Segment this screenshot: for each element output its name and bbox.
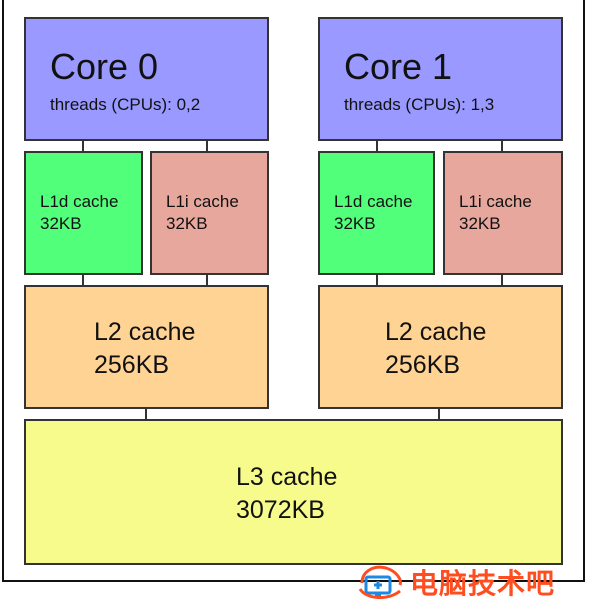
- connector-l2-1-l3: [438, 408, 440, 420]
- connector-l1i0-l2: [206, 274, 208, 286]
- connector-core1-l1i: [501, 140, 503, 152]
- cache-name: L1i cache: [459, 192, 532, 211]
- cache-size: 32KB: [40, 214, 82, 233]
- connector-core1-l1d: [376, 140, 378, 152]
- cache-name: L1d cache: [40, 192, 119, 211]
- cache-label: L1d cache 32KB: [40, 191, 118, 235]
- cache-size: 256KB: [385, 351, 461, 379]
- l3-cache: L3 cache 3072KB: [24, 419, 563, 565]
- topology-frame: [2, 0, 585, 582]
- core-title: Core 1: [344, 46, 453, 87]
- watermark: 电脑技术吧: [358, 562, 555, 602]
- connector-l1i1-l2: [501, 274, 503, 286]
- l1i-cache-core-0: L1i cache 32KB: [150, 151, 269, 275]
- cache-size: 256KB: [94, 351, 170, 379]
- connector-core0-l1i: [206, 140, 208, 152]
- cache-label: L1i cache 32KB: [459, 191, 532, 235]
- cache-name: L1d cache: [334, 192, 413, 211]
- cache-label: L1d cache 32KB: [334, 191, 412, 235]
- cache-label: L1i cache 32KB: [166, 191, 239, 235]
- core-threads: threads (CPUs): 1,3: [344, 95, 495, 114]
- core-threads: threads (CPUs): 0,2: [50, 95, 201, 114]
- tech-logo-icon: [358, 565, 402, 599]
- core-1-box: Core 1 threads (CPUs): 1,3: [318, 17, 563, 141]
- connector-core0-l1d: [82, 140, 84, 152]
- cache-name: L3 cache: [236, 463, 338, 491]
- cache-size: 32KB: [166, 214, 208, 233]
- cache-size: 32KB: [459, 214, 501, 233]
- core-0-box: Core 0 threads (CPUs): 0,2: [24, 17, 269, 141]
- cache-label: L2 cache 256KB: [94, 316, 195, 382]
- connector-l1d1-l2: [376, 274, 378, 286]
- cache-name: L2 cache: [94, 318, 196, 346]
- watermark-text: 电脑技术吧: [410, 568, 556, 599]
- l2-cache-core-0: L2 cache 256KB: [24, 285, 269, 409]
- connector-l2-0-l3: [145, 408, 147, 420]
- cache-name: L1i cache: [166, 192, 239, 211]
- connector-l1d0-l2: [82, 274, 84, 286]
- l1d-cache-core-0: L1d cache 32KB: [24, 151, 143, 275]
- cache-label: L3 cache 3072KB: [236, 461, 337, 527]
- core-title: Core 0: [50, 46, 159, 87]
- l1d-cache-core-1: L1d cache 32KB: [318, 151, 435, 275]
- cache-size: 3072KB: [236, 496, 325, 524]
- cache-label: L2 cache 256KB: [385, 316, 486, 382]
- l1i-cache-core-1: L1i cache 32KB: [443, 151, 563, 275]
- l2-cache-core-1: L2 cache 256KB: [318, 285, 563, 409]
- cache-name: L2 cache: [385, 318, 487, 346]
- cache-size: 32KB: [334, 214, 376, 233]
